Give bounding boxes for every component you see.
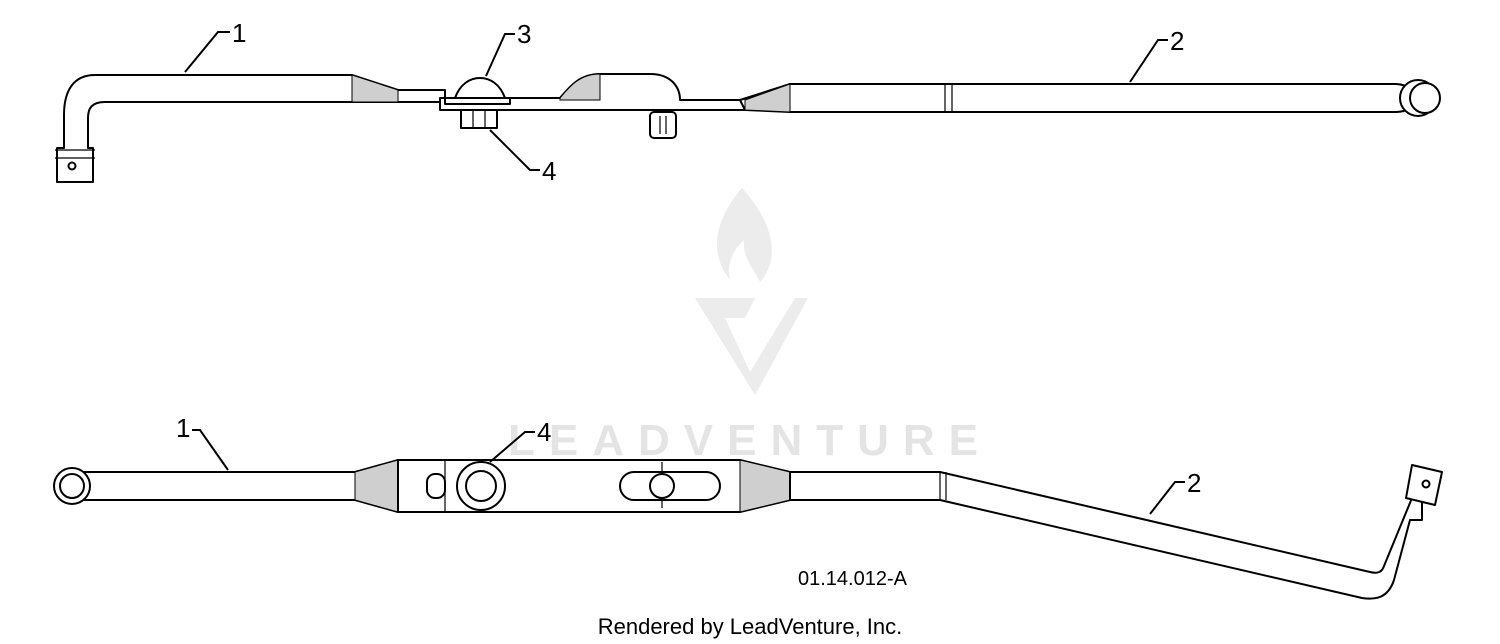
leader-4-bottom [489,431,535,463]
hex-nut-top [460,109,498,129]
pin-hole [67,161,77,171]
leader-1-top [184,31,230,73]
render-credit: Rendered by LeadVenture, Inc. [598,614,903,639]
callout-2-top: 2 [1170,26,1184,56]
callout-4-bottom: 4 [537,417,551,447]
slot-clip [649,473,675,499]
rod-taper-2 [744,83,791,113]
rod-part-1-bottom [74,459,399,513]
bar-taper-bottom [739,459,791,513]
callout-1-bottom: 1 [176,413,190,443]
slot-left [426,473,446,499]
top-view: 1 2 3 4 [55,18,1441,186]
callout-1-top: 1 [232,18,246,48]
leader-4-top [489,129,540,171]
end-bushing-cap [1409,82,1441,114]
leader-2-top [1129,39,1168,83]
rod-taper-1 [351,74,399,103]
pin-hole-bottom [1421,479,1431,489]
watermark: LEADVENTURE [508,188,992,465]
leadventure-flame-logo [695,188,808,395]
leader-1-bottom [192,429,229,471]
watermark-text: LEADVENTURE [508,416,992,465]
rod-part-2-bottom [789,471,1423,600]
rod-part-1-top [56,74,446,183]
washer [444,97,511,105]
drawing-code: 01.14.012-A [798,568,908,590]
bottom-view: 1 4 2 [53,413,1443,600]
callout-4-top: 4 [542,156,556,186]
callout-2-bottom: 2 [1187,468,1201,498]
rod-part-2-top [739,83,1416,113]
hex-nut-bore [465,470,497,502]
carriage-bolt-head [454,77,506,99]
callout-3-top: 3 [517,19,531,49]
leader-2-bottom [1149,481,1185,515]
end-bushing-bore [59,473,85,499]
rod-taper-3 [354,459,399,513]
spring-clip [649,111,677,139]
bar-taper [559,73,601,101]
leader-3-top [485,33,515,77]
